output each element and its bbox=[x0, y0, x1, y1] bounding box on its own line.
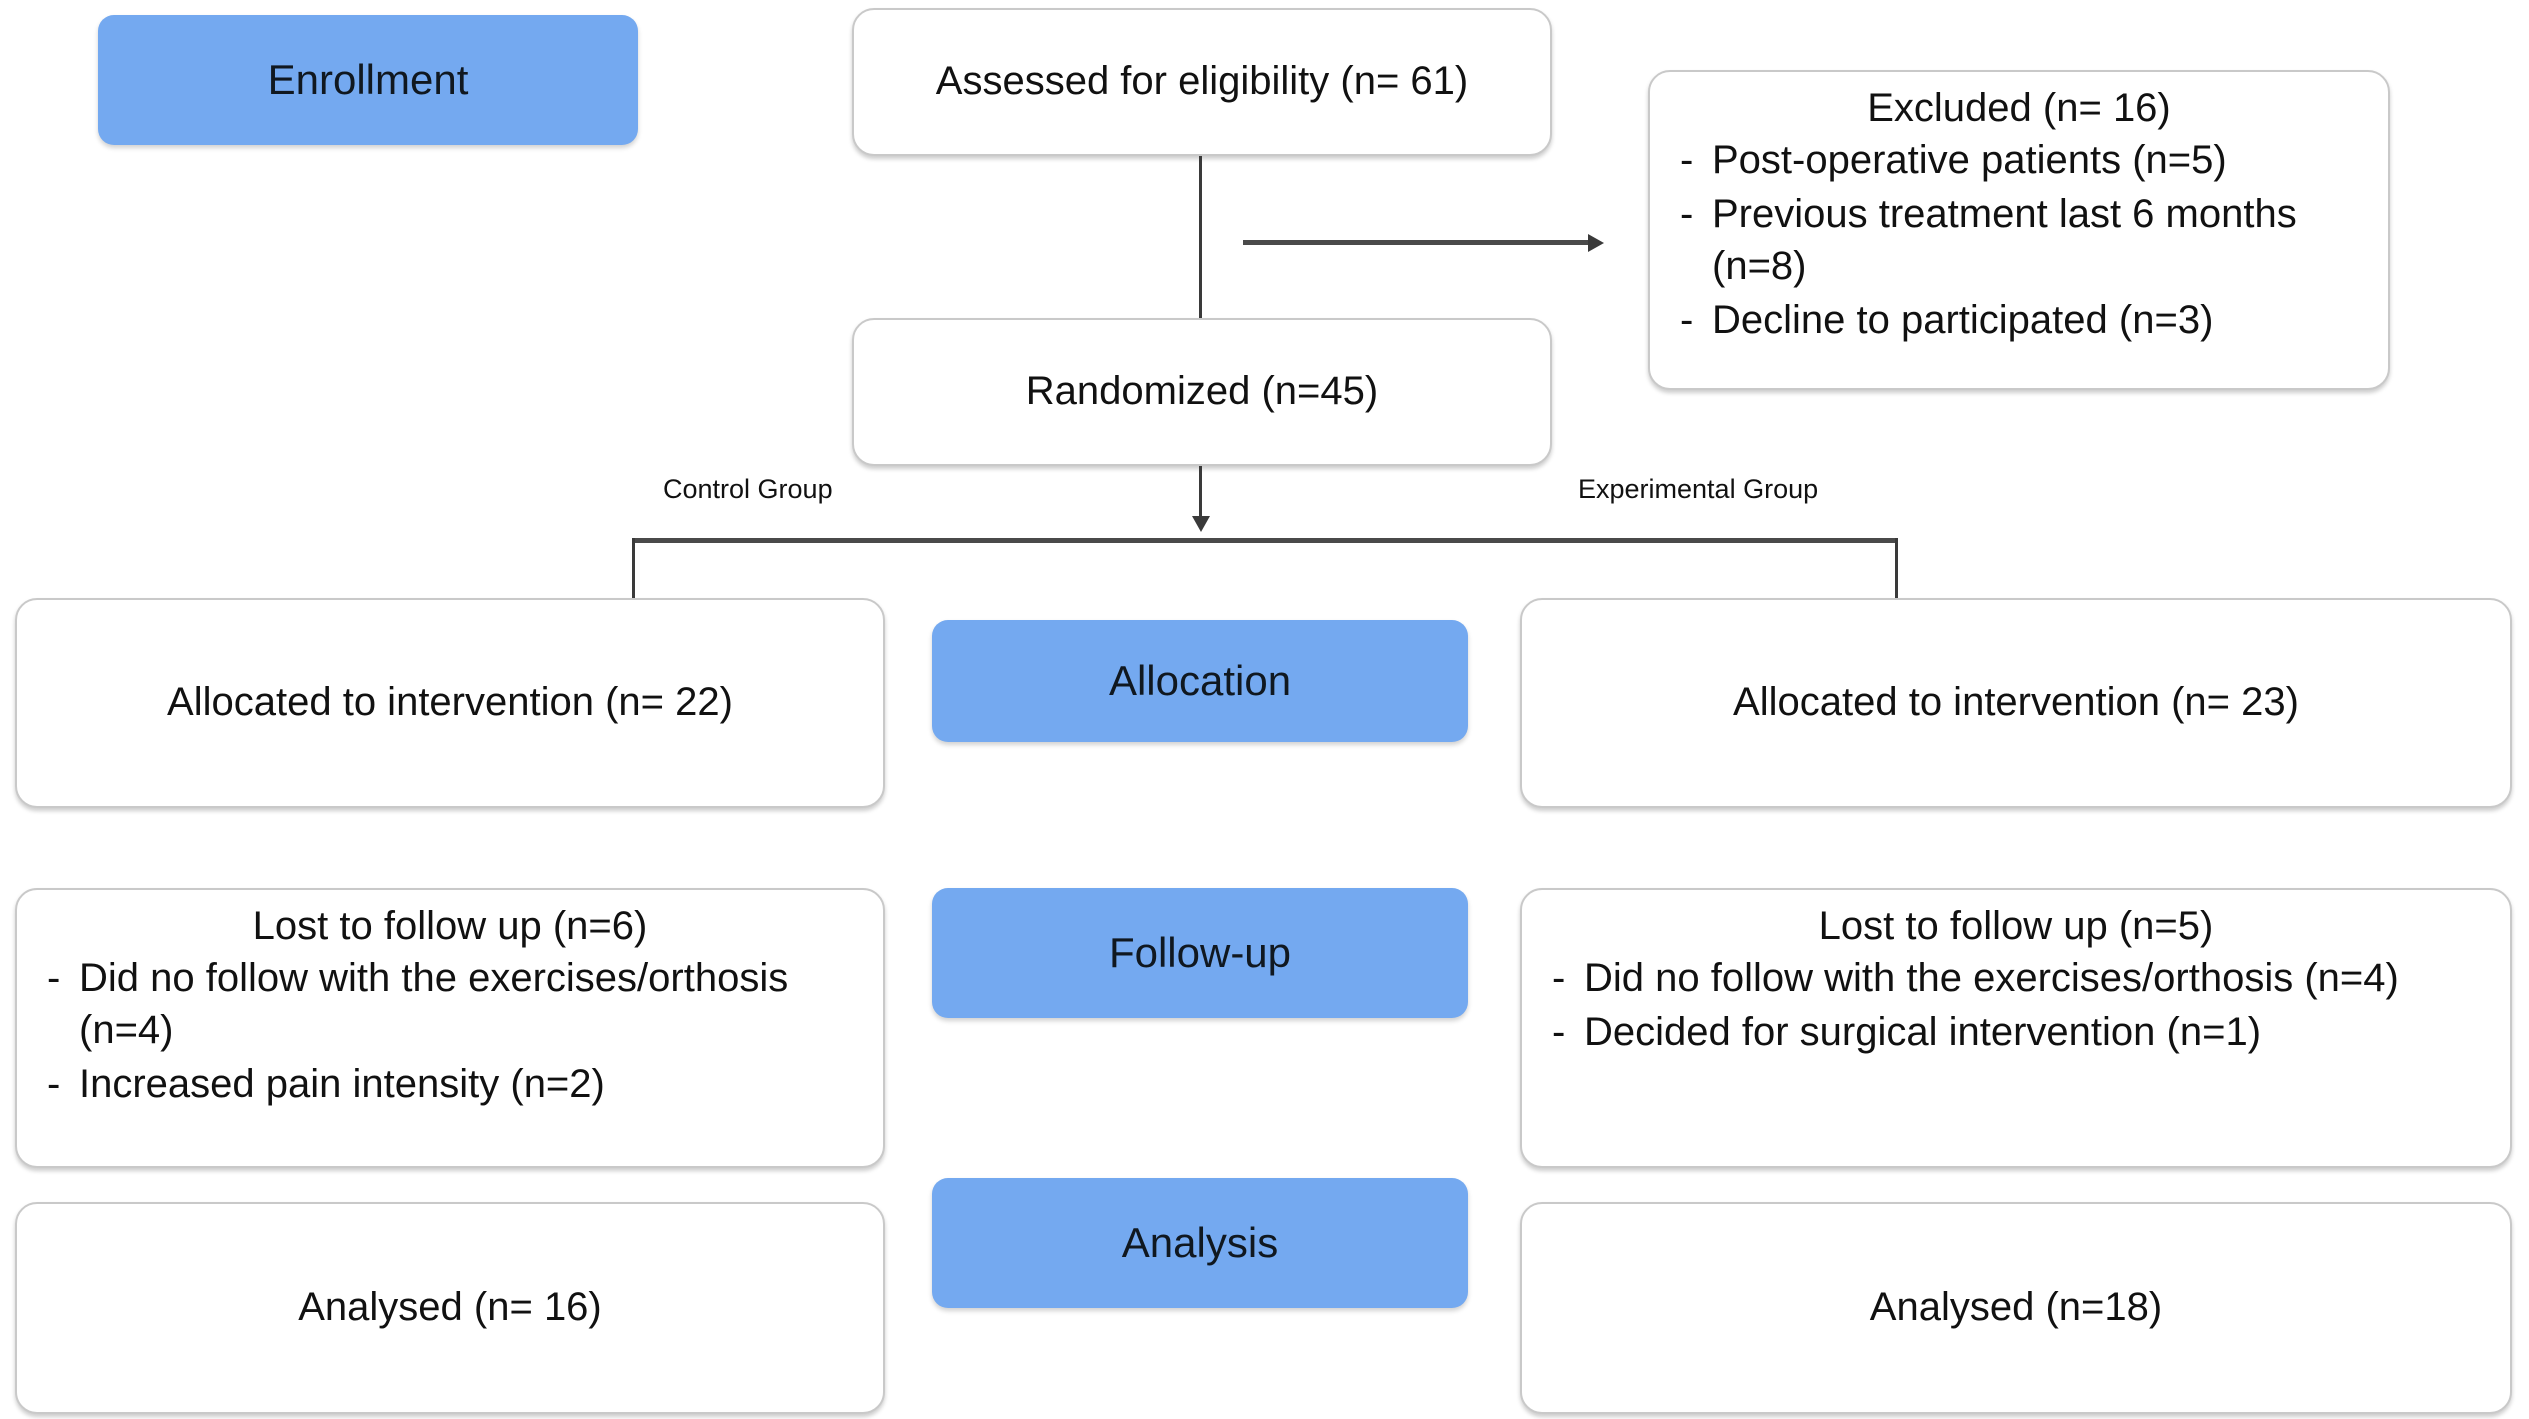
connector-randomized-to-split bbox=[1199, 466, 1202, 518]
node-lost-experimental: Lost to follow up (n=5) Did no follow wi… bbox=[1520, 888, 2512, 1168]
node-lost-experimental-header: Lost to follow up (n=5) bbox=[1818, 904, 2214, 948]
node-excluded-reason: Decline to participated (n=3) bbox=[1672, 294, 2366, 346]
node-lost-experimental-reason-list: Did no follow with the exercises/orthosi… bbox=[1544, 952, 2488, 1058]
node-randomized-label: Randomized (n=45) bbox=[1025, 369, 1379, 414]
node-allocated-experimental: Allocated to intervention (n= 23) bbox=[1520, 598, 2512, 808]
node-excluded-reason: Post-operative patients (n=5) bbox=[1672, 134, 2366, 186]
node-lost-experimental-reason: Decided for surgical intervention (n=1) bbox=[1544, 1006, 2488, 1058]
node-analysed-control: Analysed (n= 16) bbox=[15, 1202, 885, 1414]
stage-banner-enrollment: Enrollment bbox=[98, 15, 638, 145]
connector-assessed-to-randomized bbox=[1199, 156, 1202, 318]
node-randomized: Randomized (n=45) bbox=[852, 318, 1552, 466]
arrowhead-randomized-split bbox=[1192, 516, 1210, 532]
node-excluded: Excluded (n= 16) Post-operative patients… bbox=[1648, 70, 2390, 390]
connector-split-to-experimental bbox=[1895, 538, 1898, 626]
stage-banner-allocation-label: Allocation bbox=[1108, 657, 1292, 704]
node-analysed-experimental: Analysed (n=18) bbox=[1520, 1202, 2512, 1414]
node-lost-control-reason: Increased pain intensity (n=2) bbox=[39, 1058, 861, 1110]
node-allocated-control: Allocated to intervention (n= 22) bbox=[15, 598, 885, 808]
connector-assessed-to-excluded bbox=[1243, 240, 1588, 245]
arm-label-experimental: Experimental Group bbox=[1578, 474, 1819, 504]
arm-label-control: Control Group bbox=[663, 474, 833, 504]
node-analysed-experimental-label: Analysed (n=18) bbox=[1869, 1285, 2163, 1330]
node-excluded-header: Excluded (n= 16) bbox=[1867, 86, 2171, 130]
node-assessed-for-eligibility: Assessed for eligibility (n= 61) bbox=[852, 8, 1552, 156]
stage-banner-follow-up-label: Follow-up bbox=[1108, 929, 1292, 976]
node-allocated-experimental-label: Allocated to intervention (n= 23) bbox=[1733, 680, 2299, 725]
stage-banner-allocation: Allocation bbox=[932, 620, 1468, 742]
node-lost-experimental-reason: Did no follow with the exercises/orthosi… bbox=[1544, 952, 2488, 1004]
node-excluded-reason-list: Post-operative patients (n=5) Previous t… bbox=[1672, 134, 2366, 346]
stage-banner-follow-up: Follow-up bbox=[932, 888, 1468, 1018]
node-excluded-reason: Previous treatment last 6 months (n=8) bbox=[1672, 188, 2366, 292]
node-assessed-for-eligibility-label: Assessed for eligibility (n= 61) bbox=[935, 59, 1469, 104]
node-analysed-control-label: Analysed (n= 16) bbox=[298, 1285, 602, 1330]
connector-split-bar bbox=[632, 538, 1898, 543]
connector-split-to-control bbox=[632, 538, 635, 626]
node-lost-control-header: Lost to follow up (n=6) bbox=[252, 904, 648, 948]
node-lost-control-reason: Did no follow with the exercises/orthosi… bbox=[39, 952, 861, 1056]
stage-banner-analysis-label: Analysis bbox=[1121, 1219, 1279, 1266]
arrowhead-to-excluded bbox=[1588, 234, 1604, 252]
node-lost-control: Lost to follow up (n=6) Did no follow wi… bbox=[15, 888, 885, 1168]
stage-banner-analysis: Analysis bbox=[932, 1178, 1468, 1308]
node-lost-control-reason-list: Did no follow with the exercises/orthosi… bbox=[39, 952, 861, 1110]
node-allocated-control-label: Allocated to intervention (n= 22) bbox=[167, 680, 733, 725]
stage-banner-enrollment-label: Enrollment bbox=[267, 56, 469, 103]
